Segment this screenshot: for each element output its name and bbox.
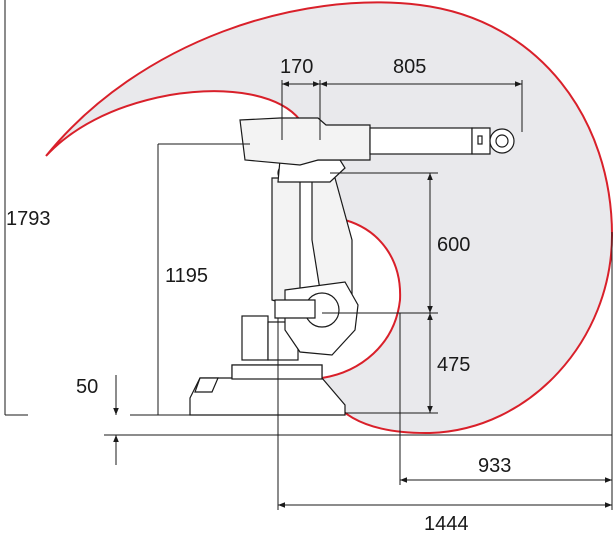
dim-label-933: 933: [478, 455, 511, 477]
dim-label-475: 475: [437, 354, 470, 376]
dim-label-50: 50: [76, 376, 98, 398]
robot-elbow: [277, 159, 346, 183]
dim-label-1793: 1793: [6, 208, 51, 230]
dim-label-170: 170: [280, 56, 313, 78]
dim-label-600: 600: [437, 234, 470, 256]
dim-label-1444: 1444: [424, 513, 469, 535]
dim-label-1195: 1195: [165, 265, 208, 287]
robot-forearm: [239, 117, 515, 166]
work-envelope: [45, 1, 614, 435]
dim-label-805: 805: [393, 56, 426, 78]
